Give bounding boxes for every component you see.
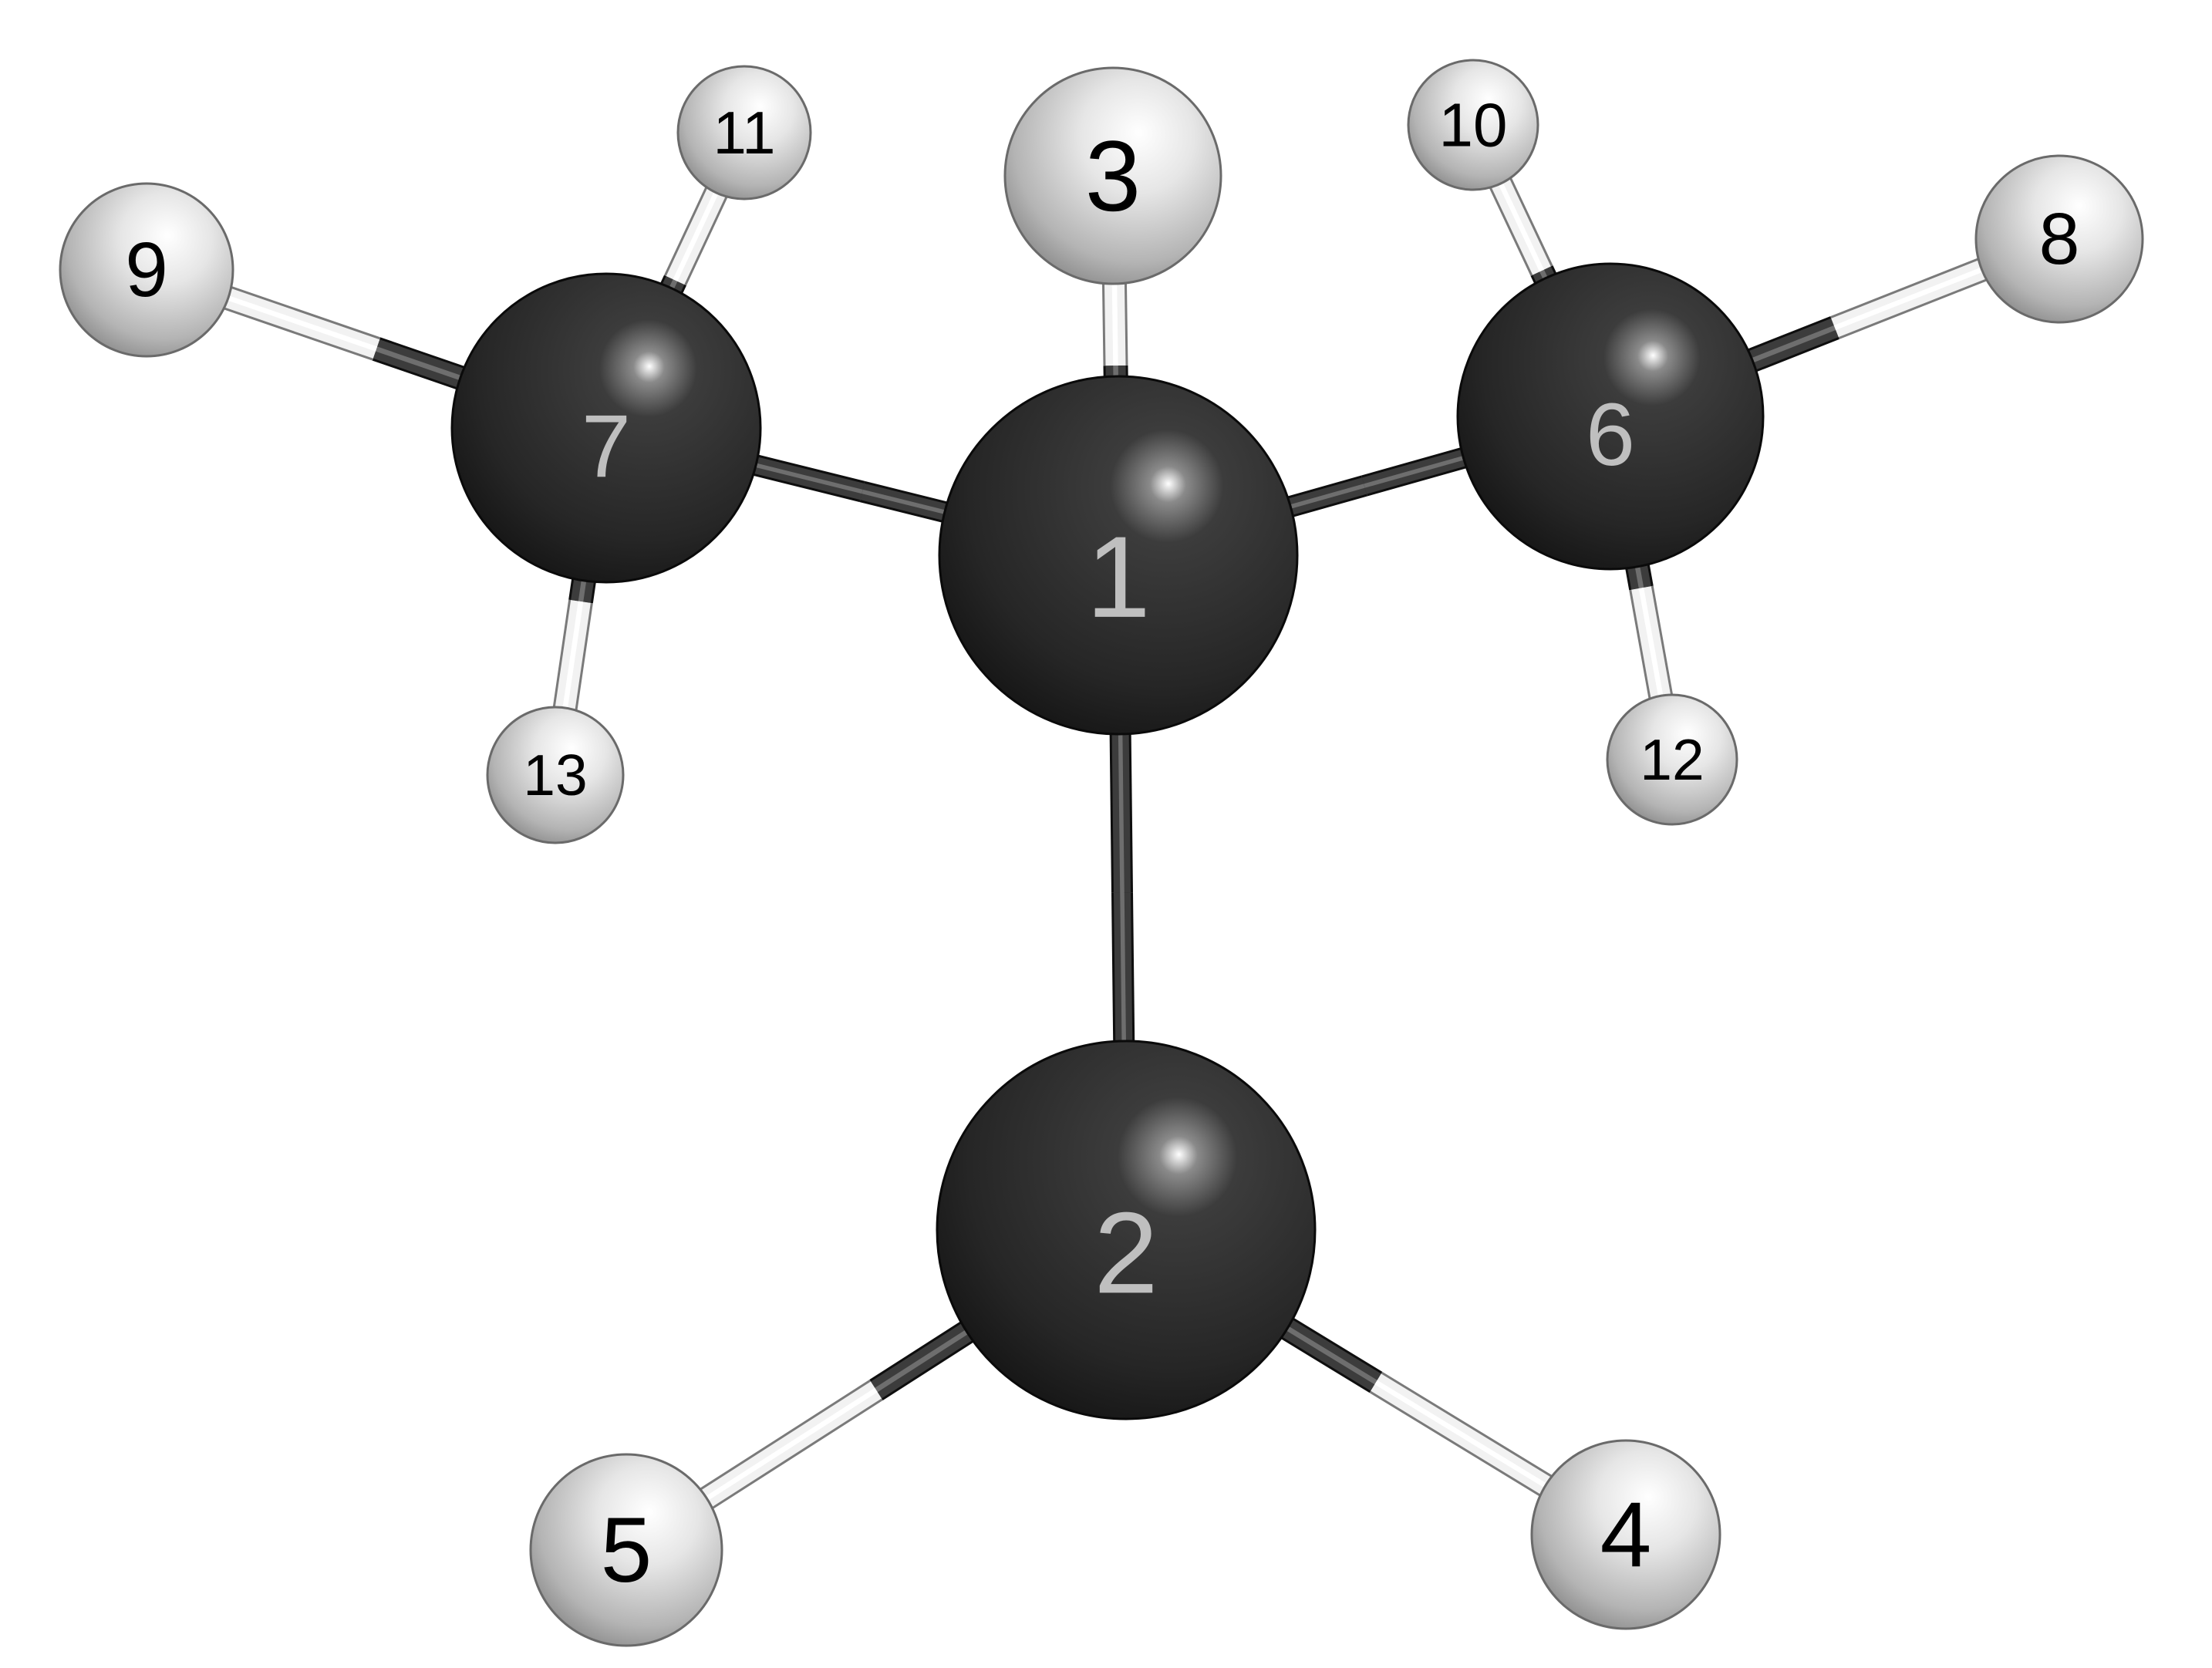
carbon-sphere-1 <box>938 375 1299 736</box>
carbon-sphere-2 <box>936 1040 1317 1420</box>
atom-1: 1 <box>938 375 1299 736</box>
atom-2: 2 <box>936 1040 1317 1420</box>
atom-label-2: 2 <box>1094 1188 1158 1317</box>
atom-label-4: 4 <box>1600 1483 1652 1586</box>
atom-label-6: 6 <box>1586 386 1635 484</box>
atom-8: 8 <box>1974 154 2144 324</box>
atom-10: 10 <box>1407 59 1539 191</box>
hydrogen-sphere-8 <box>1974 154 2144 324</box>
atom-label-7: 7 <box>582 397 631 496</box>
atom-7: 7 <box>450 272 762 584</box>
hydrogen-sphere-3 <box>1003 66 1222 285</box>
atom-12: 12 <box>1606 693 1738 826</box>
hydrogen-sphere-12 <box>1606 693 1738 826</box>
hydrogen-sphere-4 <box>1530 1439 1721 1630</box>
atom-label-10: 10 <box>1439 91 1508 160</box>
carbon-sphere-7 <box>450 272 762 584</box>
carbon-sphere-6 <box>1456 262 1765 571</box>
atom-3: 3 <box>1003 66 1222 285</box>
atom-label-3: 3 <box>1085 120 1141 232</box>
atom-5: 5 <box>529 1453 723 1647</box>
atom-label-5: 5 <box>601 1498 652 1602</box>
atom-6: 6 <box>1456 262 1765 571</box>
atom-13: 13 <box>486 706 625 844</box>
hydrogen-sphere-13 <box>486 706 625 844</box>
atom-label-8: 8 <box>2039 198 2080 280</box>
atom-label-1: 1 <box>1086 512 1150 642</box>
hydrogen-sphere-11 <box>676 65 812 200</box>
atom-label-12: 12 <box>1640 727 1704 792</box>
hydrogen-sphere-5 <box>529 1453 723 1647</box>
atom-label-9: 9 <box>125 227 168 313</box>
atom-4: 4 <box>1530 1439 1721 1630</box>
atom-label-13: 13 <box>523 743 587 807</box>
atom-11: 11 <box>676 65 812 200</box>
atom-label-11: 11 <box>713 99 776 167</box>
hydrogen-sphere-10 <box>1407 59 1539 191</box>
atom-9: 9 <box>59 182 234 358</box>
hydrogen-sphere-9 <box>59 182 234 358</box>
